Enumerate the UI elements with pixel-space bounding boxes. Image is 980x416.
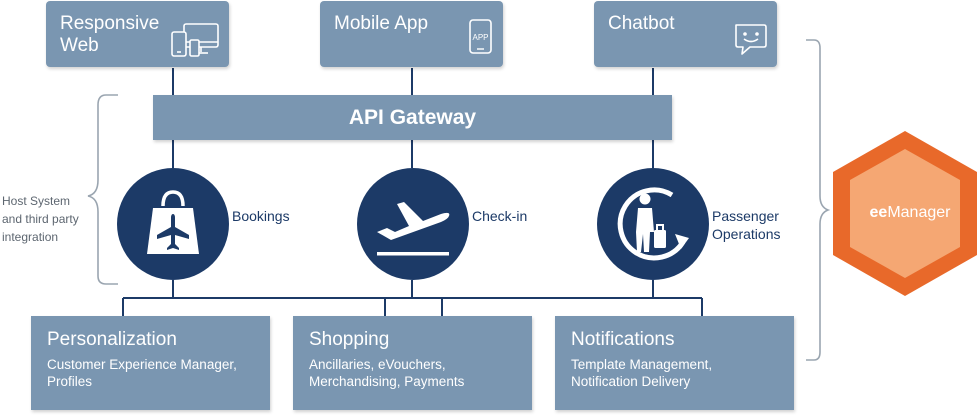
service-checkin-circle (357, 168, 469, 280)
devices-icon (171, 23, 219, 57)
manager-bracket (806, 39, 831, 361)
plane-takeoff-icon (377, 202, 450, 256)
service-passenger-line2: Operations (712, 226, 781, 242)
channel-chatbot-line1: Chatbot (608, 13, 675, 34)
module-shopping-title: Shopping (309, 329, 390, 350)
module-shopping-desc1: Ancillaries, eVouchers, (309, 357, 446, 372)
host-line1: Host System (2, 194, 71, 208)
module-personalization-desc2: Profiles (47, 374, 93, 389)
service-checkin-label: Check-in (472, 207, 527, 225)
channel-responsive-web: Responsive Web (46, 1, 229, 67)
module-shopping: Shopping Ancillaries, eVouchers, Merchan… (293, 316, 532, 410)
host-line3: integration (2, 230, 59, 244)
host-bracket (87, 94, 118, 285)
eemanager-name: Manager (887, 204, 951, 221)
module-notifications-title: Notifications (571, 329, 675, 350)
module-personalization: Personalization Customer Experience Mana… (31, 316, 270, 410)
shopping-bag-plane-icon (147, 190, 199, 254)
service-passenger-label: Passenger Operations (712, 207, 780, 243)
eemanager-label: eeManager (860, 204, 960, 222)
channel-mobile-app: Mobile App APP (320, 1, 503, 67)
module-personalization-desc1: Customer Experience Manager, (47, 357, 237, 372)
module-notifications-desc2: Notification Delivery (571, 374, 691, 389)
channel-chatbot: Chatbot (594, 1, 777, 67)
phone-app-icon: APP (469, 19, 492, 54)
chat-bubble-icon (735, 24, 767, 55)
service-bookings-label: Bookings (232, 207, 290, 225)
module-notifications: Notifications Template Management, Notif… (555, 316, 794, 410)
channel-responsive-web-line2: Web (60, 35, 99, 56)
api-gateway-label: API Gateway (348, 105, 477, 129)
eemanager-hexagon (833, 131, 977, 296)
service-passenger-line1: Passenger (712, 208, 779, 224)
channel-mobile-app-line1: Mobile App (334, 13, 429, 34)
eemanager-prefix: ee (869, 204, 888, 221)
service-bookings-line1: Bookings (232, 208, 290, 224)
module-notifications-desc1: Template Management, (571, 357, 713, 372)
service-bookings-circle (117, 168, 229, 280)
phone-app-icon-text: APP (472, 33, 488, 42)
host-line2: and third party (2, 212, 79, 226)
api-gateway: API Gateway (153, 95, 672, 140)
passenger-luggage-icon (617, 187, 689, 261)
service-checkin-line1: Check-in (472, 208, 528, 224)
channel-responsive-web-line1: Responsive (60, 13, 160, 34)
module-personalization-title: Personalization (47, 329, 177, 350)
module-shopping-desc2: Merchandising, Payments (309, 374, 465, 389)
service-passenger-circle (597, 168, 709, 280)
host-system-note: Host System and third party integration (2, 192, 79, 246)
